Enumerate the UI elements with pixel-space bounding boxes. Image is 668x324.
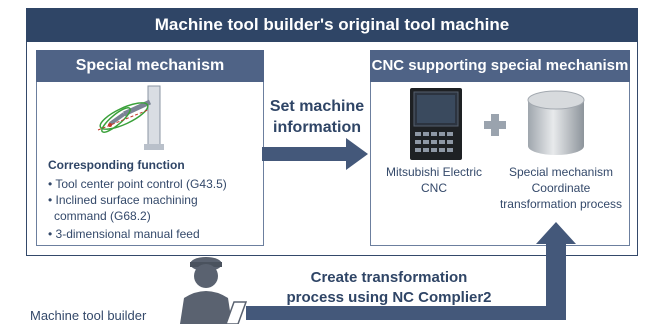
function-item: • 3-dimensional manual feed [48,227,200,241]
cnc-label: Mitsubishi Electric CNC [385,165,483,195]
outer-title: Machine tool builder's original tool mac… [26,8,638,42]
set-machine-info-label: Set machine information [269,98,365,136]
database-cylinder-icon [527,90,585,155]
cnc-controller-icon [410,88,462,160]
function-heading: Corresponding function [48,158,185,172]
up-arrow-icon [246,222,576,320]
cnc-panel [370,50,630,246]
right-arrow-icon [262,138,368,170]
robot-arm-icon [97,85,164,150]
function-item: • Tool center point control (G43.5) [48,177,227,191]
special-mechanism-title: Special mechanism [36,50,264,82]
function-item: • Inclined surface machining [48,193,198,207]
person-icon [180,257,248,324]
cnc-panel-title: CNC supporting special mechanism [370,50,630,82]
machine-tool-builder-label: Machine tool builder [30,308,147,323]
plus-icon [484,114,506,136]
function-item: command (G68.2) [54,209,151,223]
create-transformation-label: Create transformation process using NC C… [286,269,492,306]
transformation-process-label: Special mechanism Coordinate transformat… [499,165,623,211]
